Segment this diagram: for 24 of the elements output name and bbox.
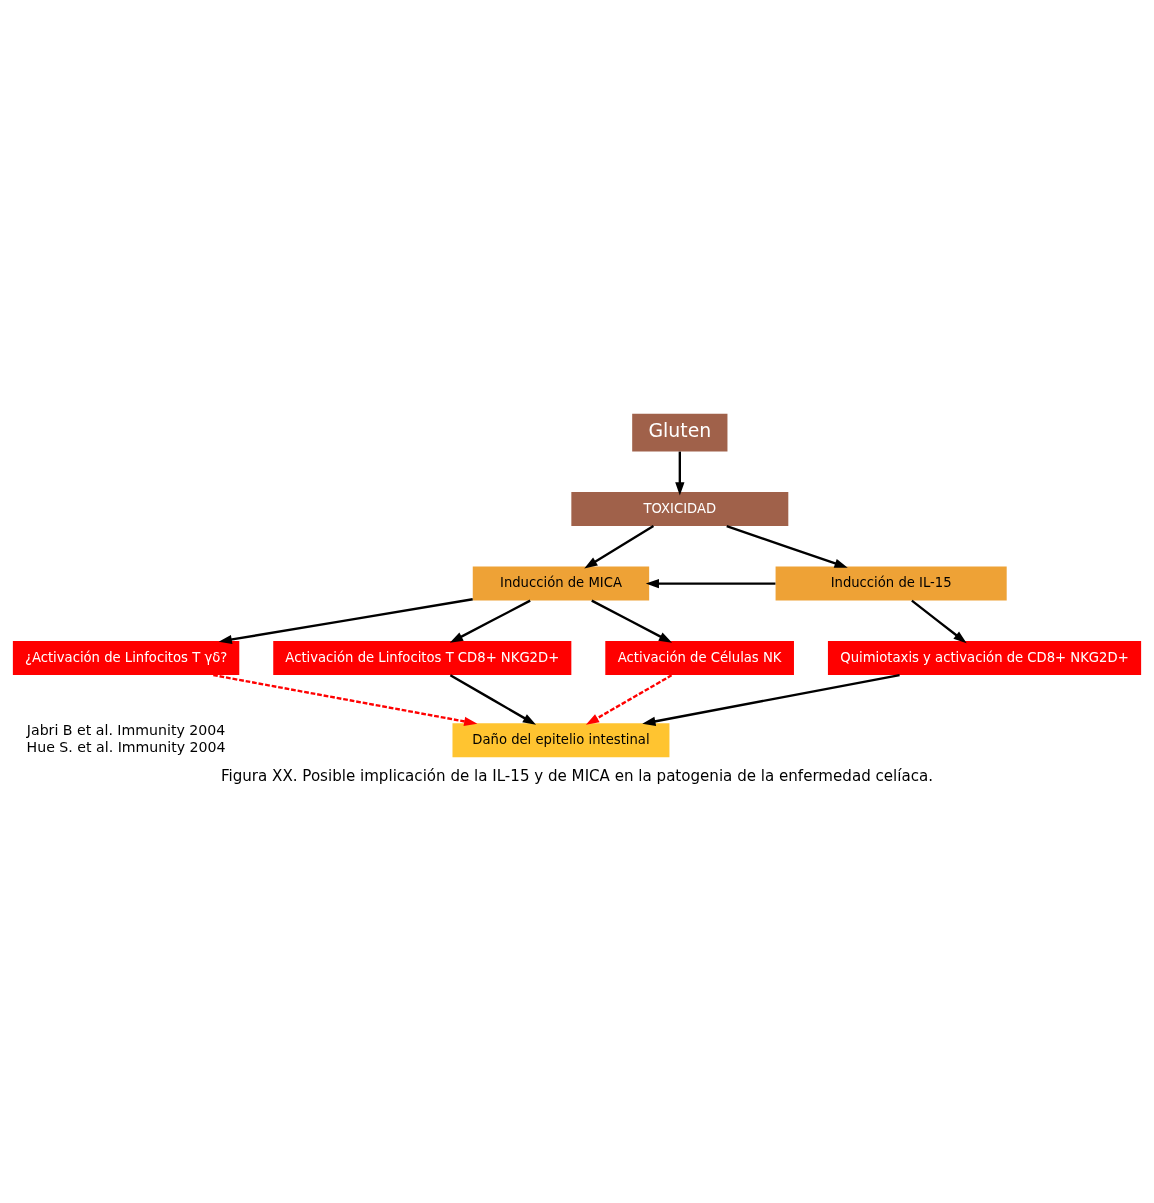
arrow	[449, 674, 537, 725]
caption: Figura XX. Posible implicación de la IL-15 y de MICA en la patogenia de la enfermedad celíaca.	[220, 766, 934, 785]
node-box: Activación de Linfocitos T CD8+ NKG2D+	[273, 641, 572, 676]
label: Jabri B et al. Immunity 2004	[26, 722, 226, 739]
arrow	[726, 525, 848, 568]
arrow	[911, 599, 967, 644]
arrow	[213, 673, 478, 726]
node-box: Activación de Células NK	[605, 641, 794, 676]
arrow	[449, 599, 531, 643]
label: Hue S. et al. Immunity 2004	[26, 738, 226, 755]
node-box: Inducción de MICA	[472, 566, 650, 601]
arrow	[675, 451, 685, 496]
node-box: Daño del epitelio intestinal	[452, 723, 670, 758]
arrow	[584, 525, 655, 569]
node-box: Inducción de IL-15	[775, 566, 1007, 601]
arrow	[591, 599, 673, 643]
arrow	[642, 673, 900, 726]
node-box: Quimiotaxis y activación de CD8+ NKG2D+	[827, 641, 1142, 676]
arrow	[645, 578, 776, 589]
arrow	[218, 598, 473, 645]
node-box: TOXICIDAD	[571, 492, 789, 527]
node-box: Gluten	[632, 413, 728, 452]
arrow	[585, 674, 673, 725]
node-box: ¿Activación de Linfocitos T γδ?	[12, 641, 240, 676]
